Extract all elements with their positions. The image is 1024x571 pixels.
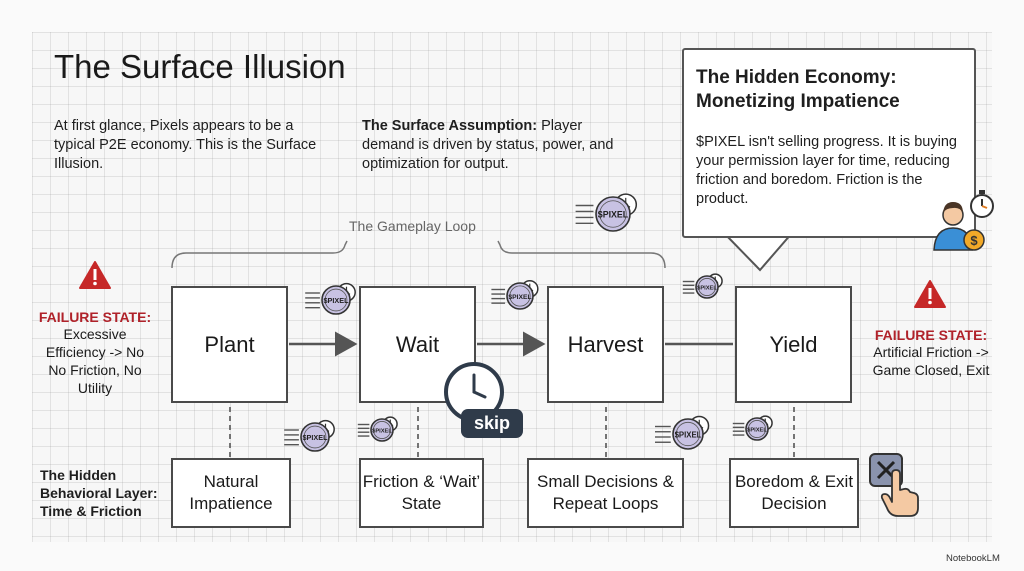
hidden-layer-label: The Hidden Behavioral Layer: Time & Fric…: [40, 467, 158, 519]
pixel-coin-icon: $PIXEL: [357, 416, 398, 442]
pixel-coin-label: $PIXEL: [747, 427, 767, 433]
gameplay-loop-label: The Gameplay Loop: [349, 218, 476, 234]
pixel-coin-label: $PIXEL: [675, 430, 702, 439]
pixel-coin-icon: $PIXEL: [575, 193, 638, 232]
behavior-small-decisions: Small Decisions & Repeat Loops: [527, 458, 684, 528]
behavior-natural-impatience: Natural Impatience: [171, 458, 291, 528]
behavior-friction-wait: Friction & ‘Wait’ State: [359, 458, 484, 528]
failure-right-text: Artificial Friction -> Game Closed, Exit: [872, 344, 990, 378]
page-title: The Surface Illusion: [54, 48, 346, 85]
failure-left-title: FAILURE STATE:: [38, 309, 152, 325]
surface-assumption-label: The Surface Assumption:: [362, 118, 538, 134]
surface-assumption: The Surface Assumption: Player demand is…: [362, 117, 617, 174]
stage-plant: Plant: [171, 286, 288, 403]
failure-left-text: Excessive Efficiency -> No No Friction, …: [45, 326, 145, 396]
stage-harvest: Harvest: [547, 286, 664, 403]
pixel-coin-label: $PIXEL: [697, 285, 717, 291]
stage-yield: Yield: [735, 286, 852, 403]
hidden-economy-body: $PIXEL isn't selling progress. It is buy…: [696, 134, 957, 207]
failure-right-title: FAILURE STATE:: [874, 327, 988, 343]
pixel-coin-icon: $PIXEL: [284, 419, 335, 452]
clock-icon: [444, 362, 504, 422]
pixel-coin-label: $PIXEL: [302, 433, 328, 442]
failure-state-left: FAILURE STATE: Excessive Efficiency -> N…: [36, 309, 154, 397]
pixel-coin-icon: $PIXEL: [732, 415, 773, 441]
hidden-economy-callout: [682, 48, 976, 238]
warning-icon-left: [79, 261, 111, 289]
svg-text:$: $: [970, 233, 978, 248]
pixel-coin-label: $PIXEL: [323, 296, 349, 305]
pixel-coin-label: $PIXEL: [372, 428, 392, 434]
pixel-coin-icon: $PIXEL: [655, 415, 710, 450]
pixel-coin-icon: $PIXEL: [305, 282, 356, 315]
failure-state-right: FAILURE STATE: Artificial Friction -> Ga…: [870, 327, 992, 379]
intro-text: At first glance, Pixels appears to be a …: [54, 118, 317, 172]
behavior-boredom-exit: Boredom & Exit Decision: [729, 458, 859, 528]
warning-icon-right: [914, 280, 946, 308]
surface-assumption-text: Player demand is driven by status, power…: [362, 118, 614, 172]
close-icon: [869, 453, 919, 517]
pixel-coin-label: $PIXEL: [598, 210, 629, 220]
notebooklm-brand: NotebookLM: [946, 553, 1000, 564]
pixel-coin-icon: $PIXEL: [491, 280, 539, 310]
pixel-coin-label: $PIXEL: [508, 294, 531, 301]
skip-button: skip: [461, 409, 523, 438]
impatient-person-icon: $: [933, 190, 994, 251]
pixel-coin-icon: $PIXEL: [682, 273, 723, 299]
hidden-economy-title: The Hidden Economy: Monetizing Impatienc…: [696, 67, 900, 112]
